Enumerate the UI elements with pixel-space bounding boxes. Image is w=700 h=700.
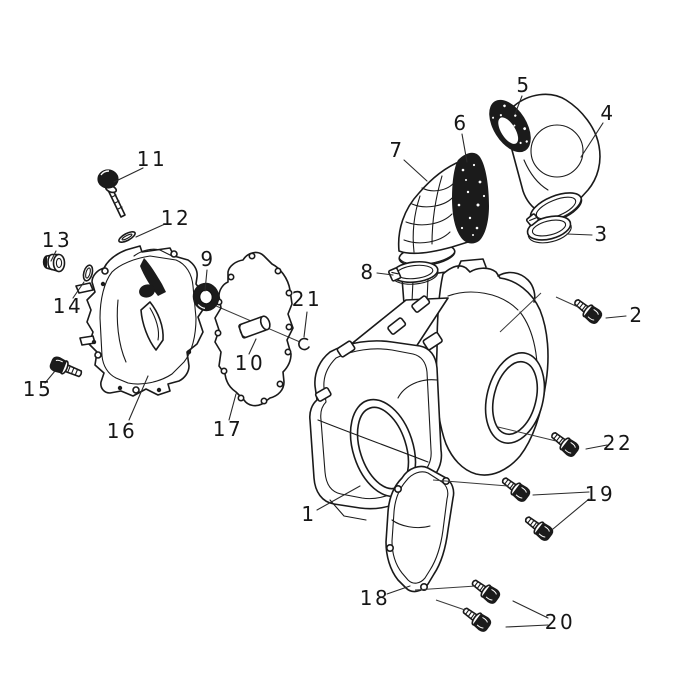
cover-fan-opening: [484, 352, 546, 444]
callout-4: 4: [600, 101, 615, 125]
callout-22: 22: [603, 431, 633, 455]
callout-6: 6: [453, 111, 468, 135]
leader-lines: [44, 95, 627, 628]
part-16-crankcase-side-cover: [75, 245, 205, 397]
part-3-hose-clamp: [525, 213, 572, 244]
assembly-guide-lines: [414, 292, 579, 611]
part-5-foam-seal-ring: [489, 99, 531, 153]
part-19-flange-bolt-b: [521, 511, 556, 544]
callout-15: 15: [23, 377, 53, 401]
callout-21: 21: [292, 287, 322, 311]
part-19-flange-bolt-a: [498, 472, 533, 505]
part-17-cover-gasket: [214, 251, 294, 407]
part-15-flange-bolt: [49, 356, 83, 378]
callout-19: 19: [585, 482, 615, 506]
callout-11: 11: [137, 147, 167, 171]
part-10-dowel-pin: [238, 315, 271, 339]
part-14-o-ring: [82, 264, 94, 282]
callout-14: 14: [53, 294, 83, 318]
part-9-oil-seal: [192, 282, 220, 312]
part-12-o-ring: [118, 231, 136, 243]
part-11-oil-dipstick: [97, 169, 126, 218]
callout-3: 3: [594, 222, 609, 246]
callout-labels: 1 2 3 4 5 6 7 8 9 10 11 12 13 14 15 16 1…: [23, 73, 644, 634]
part-20-flange-bolt-b: [458, 602, 494, 635]
callout-7: 7: [389, 138, 404, 162]
callout-13: 13: [42, 228, 72, 252]
callout-18: 18: [360, 586, 390, 610]
callout-1: 1: [301, 502, 316, 526]
part-1-cvt-outer-cover: [309, 258, 549, 521]
part-2-flange-bolt: [570, 294, 605, 327]
callout-9: 9: [200, 247, 215, 271]
callout-20: 20: [545, 610, 575, 634]
part-13-plug-grommet: [42, 253, 66, 273]
callout-5: 5: [516, 73, 531, 97]
part-6-foam-seal-ring: [452, 152, 489, 244]
part-22-flange-bolt: [547, 427, 582, 460]
part-20-flange-bolt-a: [467, 574, 503, 607]
callout-16: 16: [107, 419, 137, 443]
cover-pin-upper: [75, 282, 94, 294]
cover-latch-lever: [140, 258, 166, 296]
part-21-snap-ring: [298, 337, 310, 351]
callout-2: 2: [629, 303, 644, 327]
callout-10: 10: [235, 351, 265, 375]
callout-17: 17: [213, 417, 243, 441]
callout-12: 12: [161, 206, 191, 230]
callout-8: 8: [360, 260, 375, 284]
part-4-air-intake-elbow: [509, 93, 601, 225]
part-18-inspection-cover: [385, 465, 455, 593]
